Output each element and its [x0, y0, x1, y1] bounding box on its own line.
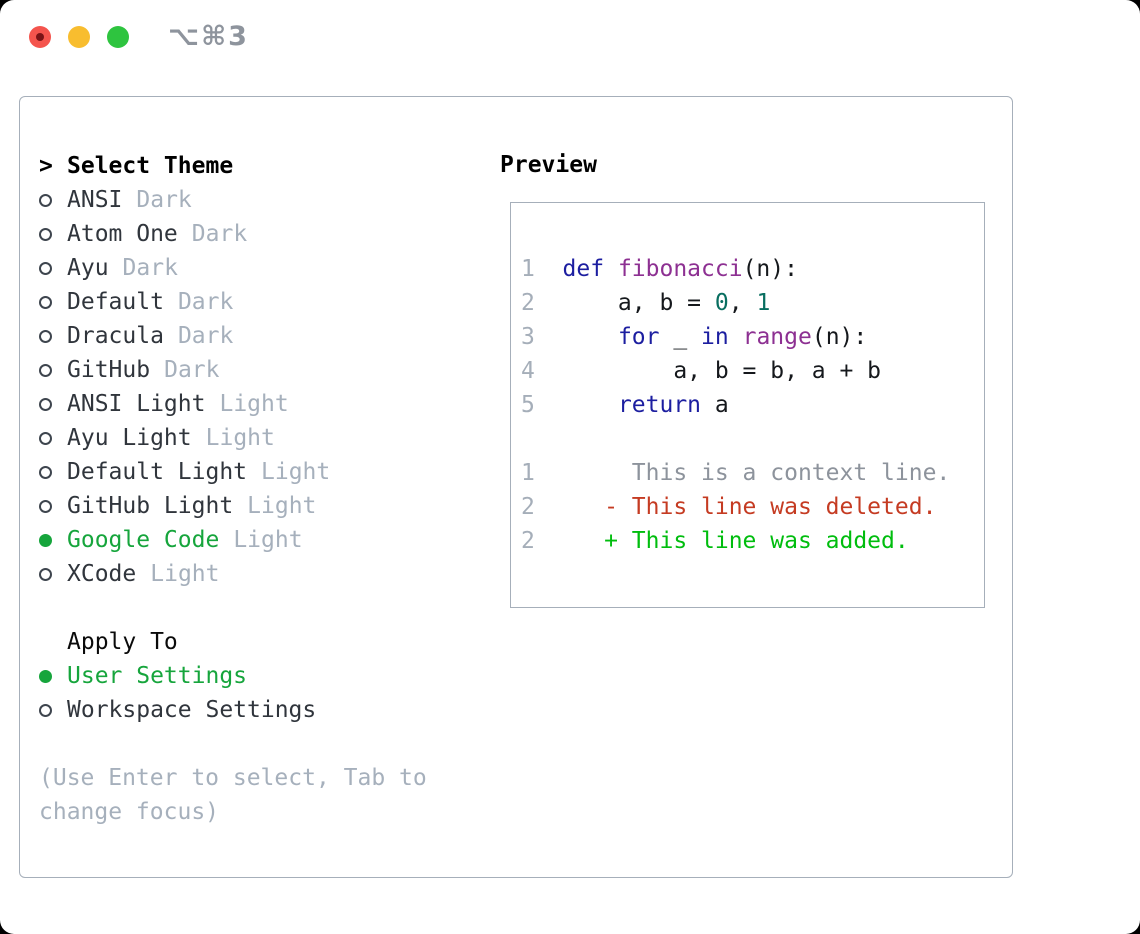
apply-to-header: Apply To — [39, 625, 427, 659]
line-number: 4 — [521, 358, 563, 384]
radio-icon — [39, 567, 52, 581]
theme-option-ansi-dark[interactable]: ANSI Dark — [39, 183, 427, 217]
theme-variant-badge: Light — [205, 425, 275, 451]
radio-selected-icon — [39, 533, 52, 547]
radio-icon — [39, 193, 52, 207]
radio-icon — [39, 465, 52, 479]
theme-name: Dracula — [67, 323, 164, 349]
line-number: 2 — [521, 528, 563, 554]
hint-line-1: (Use Enter to select, Tab to — [39, 765, 427, 791]
theme-variant-badge: Dark — [164, 357, 220, 383]
apply-option-label: Workspace Settings — [67, 697, 317, 723]
theme-name: Google Code — [67, 527, 220, 553]
minimize-button[interactable] — [68, 26, 90, 48]
diff-deleted-line: 2 - This line was deleted. — [521, 494, 937, 520]
line-number: 2 — [521, 290, 563, 316]
diff-added-line: 2 + This line was added. — [521, 528, 909, 554]
theme-name: Ayu Light — [67, 425, 192, 451]
theme-variant-badge: Light — [261, 459, 331, 485]
code-line: 2 a, b = 0, 1 — [521, 290, 771, 316]
code-line: 1 def fibonacci(n): — [521, 256, 798, 282]
preview-box: 1 def fibonacci(n): 2 a, b = 0, 1 3 for … — [510, 202, 985, 608]
theme-name: ANSI — [67, 187, 123, 213]
code-line: 4 a, b = b, a + b — [521, 358, 882, 384]
select-theme-label: Select Theme — [67, 153, 234, 179]
theme-name: GitHub Light — [67, 493, 234, 519]
theme-option-dracula-dark[interactable]: Dracula Dark — [39, 319, 427, 353]
theme-variant-badge: Light — [233, 527, 303, 553]
theme-list: > Select Theme ANSI Dark Atom One Dark A… — [39, 149, 427, 829]
radio-icon — [39, 295, 52, 309]
window-title: ⌥⌘3 — [168, 21, 249, 52]
radio-icon — [39, 431, 52, 445]
radio-icon — [39, 227, 52, 241]
theme-name: XCode — [67, 561, 137, 587]
theme-option-ayu-light[interactable]: Ayu Light Light — [39, 421, 427, 455]
code-line: 3 for _ in range(n): — [521, 324, 868, 350]
keyboard-hint: (Use Enter to select, Tab to change focu… — [39, 761, 427, 829]
radio-selected-icon — [39, 669, 52, 683]
line-number: 5 — [521, 392, 563, 418]
theme-variant-badge: Dark — [136, 187, 192, 213]
apply-to-section: Apply To User Settings Workspace Setting… — [39, 625, 427, 727]
preview-title: Preview — [500, 152, 597, 178]
code-preview: 1 def fibonacci(n): 2 a, b = 0, 1 3 for … — [521, 252, 950, 558]
focus-caret-icon: > — [39, 153, 53, 179]
apply-option-workspace-settings[interactable]: Workspace Settings — [39, 693, 427, 727]
theme-option-default-dark[interactable]: Default Dark — [39, 285, 427, 319]
apply-to-label: Apply To — [67, 629, 178, 655]
radio-icon — [39, 261, 52, 275]
zoom-button[interactable] — [107, 26, 129, 48]
radio-icon — [39, 397, 52, 411]
blank-line — [521, 422, 950, 456]
apply-option-label: User Settings — [67, 663, 248, 689]
theme-option-google-code-selected[interactable]: Google Code Light — [39, 523, 427, 557]
line-number: 1 — [521, 256, 563, 282]
line-number: 2 — [521, 494, 563, 520]
theme-option-xcode-light[interactable]: XCode Light — [39, 557, 427, 591]
theme-name: ANSI Light — [67, 391, 206, 417]
theme-name: Default — [67, 289, 164, 315]
theme-option-atom-one-dark[interactable]: Atom One Dark — [39, 217, 427, 251]
titlebar: ⌥⌘3 — [0, 0, 1140, 76]
unsaved-indicator-dot — [36, 33, 44, 41]
hint-line-2: change focus) — [39, 799, 220, 825]
theme-name: GitHub — [67, 357, 151, 383]
radio-icon — [39, 499, 52, 513]
theme-variant-badge: Dark — [122, 255, 178, 281]
theme-name: Default Light — [67, 459, 248, 485]
theme-option-github-dark[interactable]: GitHub Dark — [39, 353, 427, 387]
theme-option-ayu-dark[interactable]: Ayu Dark — [39, 251, 427, 285]
radio-icon — [39, 363, 52, 377]
theme-option-default-light[interactable]: Default Light Light — [39, 455, 427, 489]
theme-option-github-light[interactable]: GitHub Light Light — [39, 489, 427, 523]
theme-variant-badge: Dark — [191, 221, 248, 247]
radio-icon — [39, 703, 52, 717]
theme-variant-badge: Light — [219, 391, 289, 417]
theme-variant-badge: Light — [150, 561, 220, 587]
theme-name: Atom One — [67, 221, 178, 247]
radio-icon — [39, 329, 52, 343]
traffic-lights — [29, 26, 129, 48]
diff-context-line: 1 This is a context line. — [521, 460, 951, 486]
code-line: 5 return a — [521, 392, 729, 418]
line-number: 3 — [521, 324, 563, 350]
select-theme-header: > Select Theme — [39, 149, 427, 183]
close-button[interactable] — [29, 26, 51, 48]
theme-variant-badge: Light — [247, 493, 317, 519]
theme-variant-badge: Dark — [177, 289, 234, 315]
theme-name: Ayu — [67, 255, 109, 281]
apply-option-user-settings-selected[interactable]: User Settings — [39, 659, 427, 693]
theme-variant-badge: Dark — [177, 323, 234, 349]
theme-option-ansi-light[interactable]: ANSI Light Light — [39, 387, 427, 421]
line-number: 1 — [521, 460, 563, 486]
